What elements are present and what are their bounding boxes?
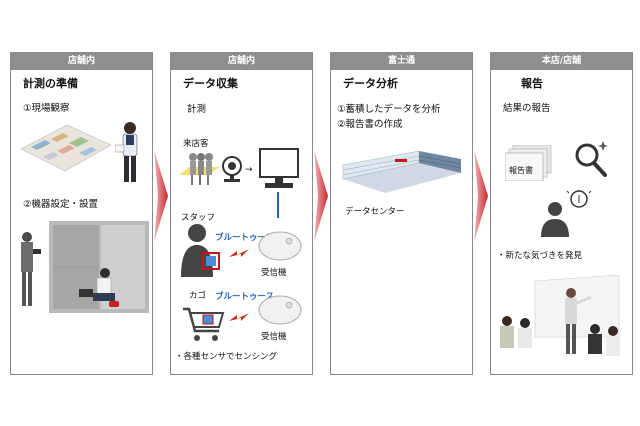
panel-header: 本店/店舗	[491, 53, 632, 70]
label-report-results: 結果の報告	[503, 100, 551, 114]
lightning-icon	[229, 247, 249, 263]
panel-data-analysis: 富士通 データ分析 ①蓄積したデータを分析 ②報告書の作成 データセンター	[330, 52, 473, 375]
panel-header: 店舗内	[11, 53, 152, 70]
panel-header: 富士通	[331, 53, 472, 70]
note-new-insights: ・新たな気づきを発見	[497, 249, 582, 261]
panel-data-collection: 店舗内 データ収集 計測 来店客 → スタッフ ブルートゥース	[170, 52, 313, 375]
flow-arrow-1	[154, 150, 168, 242]
camera-sensor-icon	[221, 156, 243, 182]
data-center-building-icon	[339, 149, 465, 199]
note-sensing: ・各種センサでセンシング	[175, 350, 277, 362]
shopping-cart-icon	[181, 305, 225, 343]
label-measure: 計測	[187, 101, 206, 115]
label-data-center: データセンター	[345, 205, 405, 217]
label-receiver-cart: 受信機	[261, 330, 287, 342]
device-setup-illustration	[13, 221, 151, 313]
step-analyze-data: ①蓄積したデータを分析	[337, 101, 441, 115]
step-device-setup: ②機器設定・設置	[23, 196, 98, 210]
panel-header: 店舗内	[171, 53, 312, 70]
panel-title: データ分析	[343, 75, 398, 91]
observer-person-icon	[115, 121, 145, 185]
receiver-device-icon	[257, 293, 303, 327]
flow-arrow-2	[314, 150, 328, 242]
lightning-icon	[229, 311, 249, 327]
step-site-observation: ①現場観察	[23, 100, 70, 114]
label-receiver-staff: 受信機	[261, 266, 287, 278]
person-idea-icon	[539, 189, 593, 239]
step-create-report: ②報告書の作成	[337, 116, 403, 130]
magnifier-icon	[573, 139, 611, 179]
store-floor-illustration	[17, 119, 113, 173]
label-cart: カゴ	[189, 289, 206, 301]
signal-arrow: →	[245, 165, 253, 175]
panel-title: 報告	[521, 75, 543, 91]
receiver-device-icon	[257, 229, 303, 263]
label-staff: スタッフ	[181, 211, 215, 223]
label-visitor: 来店客	[183, 137, 209, 149]
panel-title: 計測の準備	[23, 75, 78, 91]
panel-title: データ収集	[183, 75, 238, 91]
report-document-label: 報告書	[509, 165, 533, 176]
connection-line	[277, 192, 279, 218]
panel-preparation: 店舗内 計測の準備 ①現場観察 ②機器設定・設置	[10, 52, 153, 375]
meeting-presentation-illustration	[495, 275, 629, 361]
panel-report: 本店/店舗 報告 結果の報告 報告書 ・新たな気づきを発見	[490, 52, 633, 375]
computer-icon	[257, 147, 301, 191]
flow-arrow-3	[474, 150, 488, 242]
visitor-people-icon	[179, 151, 219, 187]
